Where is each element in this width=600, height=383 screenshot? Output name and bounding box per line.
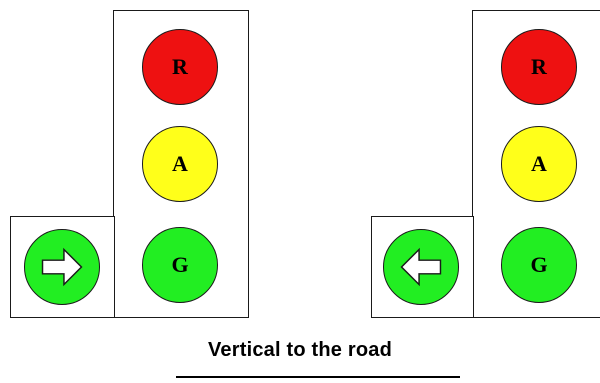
right-arrow-lamp [383,229,459,305]
left-amber-lamp: A [142,126,218,202]
left-red-lamp: R [142,29,218,105]
caption: Vertical to the road [207,339,393,361]
right-amber-lamp: A [501,126,577,202]
caption-underline [176,376,460,378]
left-arrow-icon [400,247,442,287]
left-arrow-lamp [24,229,100,305]
left-green-lamp: G [142,227,218,303]
right-arrow-icon [41,247,83,287]
right-green-lamp: G [501,227,577,303]
right-red-lamp: R [501,29,577,105]
